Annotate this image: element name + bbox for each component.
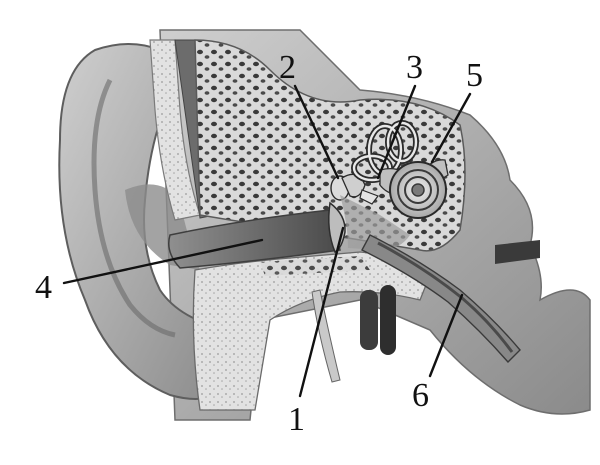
label-6: 6 — [412, 377, 429, 414]
cochlea — [389, 161, 447, 219]
label-1: 1 — [288, 401, 305, 438]
leader-line-6 — [428, 293, 464, 378]
label-4: 4 — [35, 269, 52, 306]
ossicles — [330, 173, 379, 205]
leader-line-4 — [62, 238, 264, 285]
leader-line-3 — [376, 84, 417, 180]
bone-lower-pores — [260, 256, 370, 276]
eustachian-tube — [361, 234, 521, 364]
leader-line-1 — [298, 226, 345, 398]
leader-line-2 — [293, 84, 340, 180]
styloid-process — [311, 289, 341, 383]
vessels — [360, 240, 540, 355]
label-2: 2 — [279, 49, 296, 86]
pinna-inner-fold — [91, 78, 176, 338]
leader-line-5 — [430, 92, 472, 164]
label-5: 5 — [466, 57, 483, 94]
label-3: 3 — [406, 49, 423, 86]
middle-ear-cavity — [340, 195, 410, 250]
